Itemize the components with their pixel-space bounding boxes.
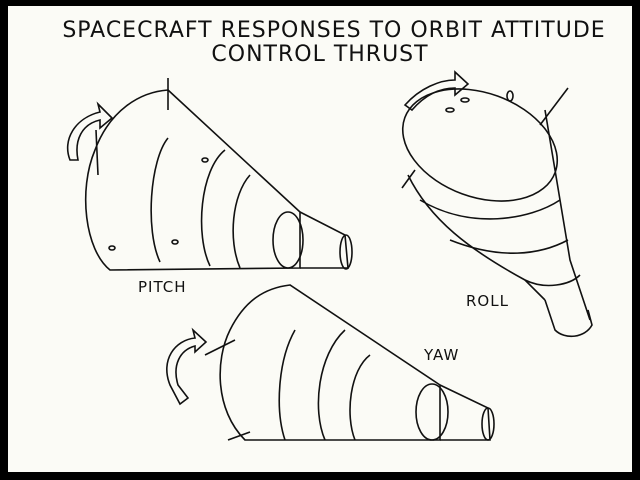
yaw-spacecraft xyxy=(166,284,495,441)
title-line-2: CONTROL THRUST xyxy=(211,42,429,67)
yaw-label: YAW xyxy=(424,346,460,364)
pitch-spacecraft xyxy=(66,78,353,271)
roll-spacecraft xyxy=(401,70,593,338)
pitch-label: PITCH xyxy=(138,278,187,296)
slide xyxy=(8,6,632,472)
pitch-rotation-arrow-icon xyxy=(66,101,114,161)
yaw-rotation-arrow-icon xyxy=(166,327,208,406)
title-line-1: SPACECRAFT RESPONSES TO ORBIT ATTITUDE xyxy=(62,18,606,43)
roll-label: ROLL xyxy=(466,292,509,310)
roll-rotation-arrow-icon xyxy=(403,70,470,112)
